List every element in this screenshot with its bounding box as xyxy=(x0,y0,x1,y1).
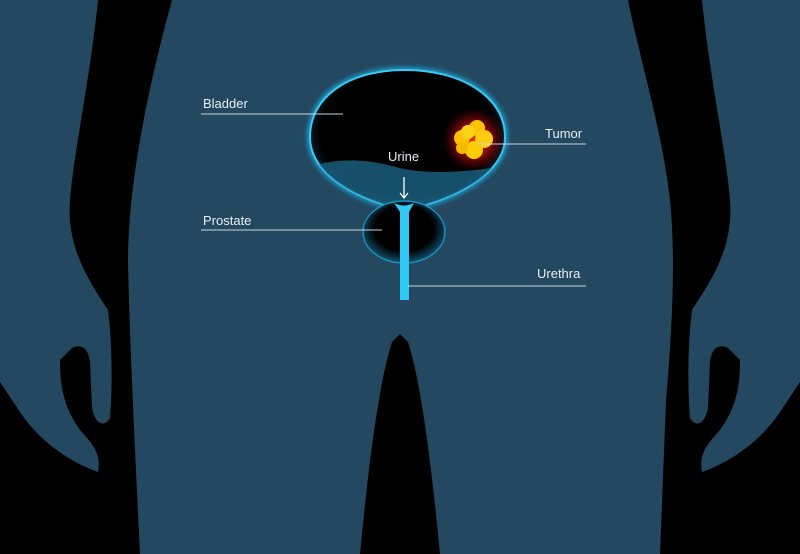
tumor xyxy=(442,108,506,172)
bladder-label: Bladder xyxy=(203,96,248,111)
left-arm xyxy=(0,0,112,472)
prostate-label: Prostate xyxy=(203,213,251,228)
tumor-label: Tumor xyxy=(545,126,583,141)
urine-label: Urine xyxy=(388,149,419,164)
arrow-down-icon xyxy=(399,177,409,200)
urethra xyxy=(394,203,414,300)
right-arm xyxy=(688,0,800,472)
urethra-label: Urethra xyxy=(537,266,581,281)
